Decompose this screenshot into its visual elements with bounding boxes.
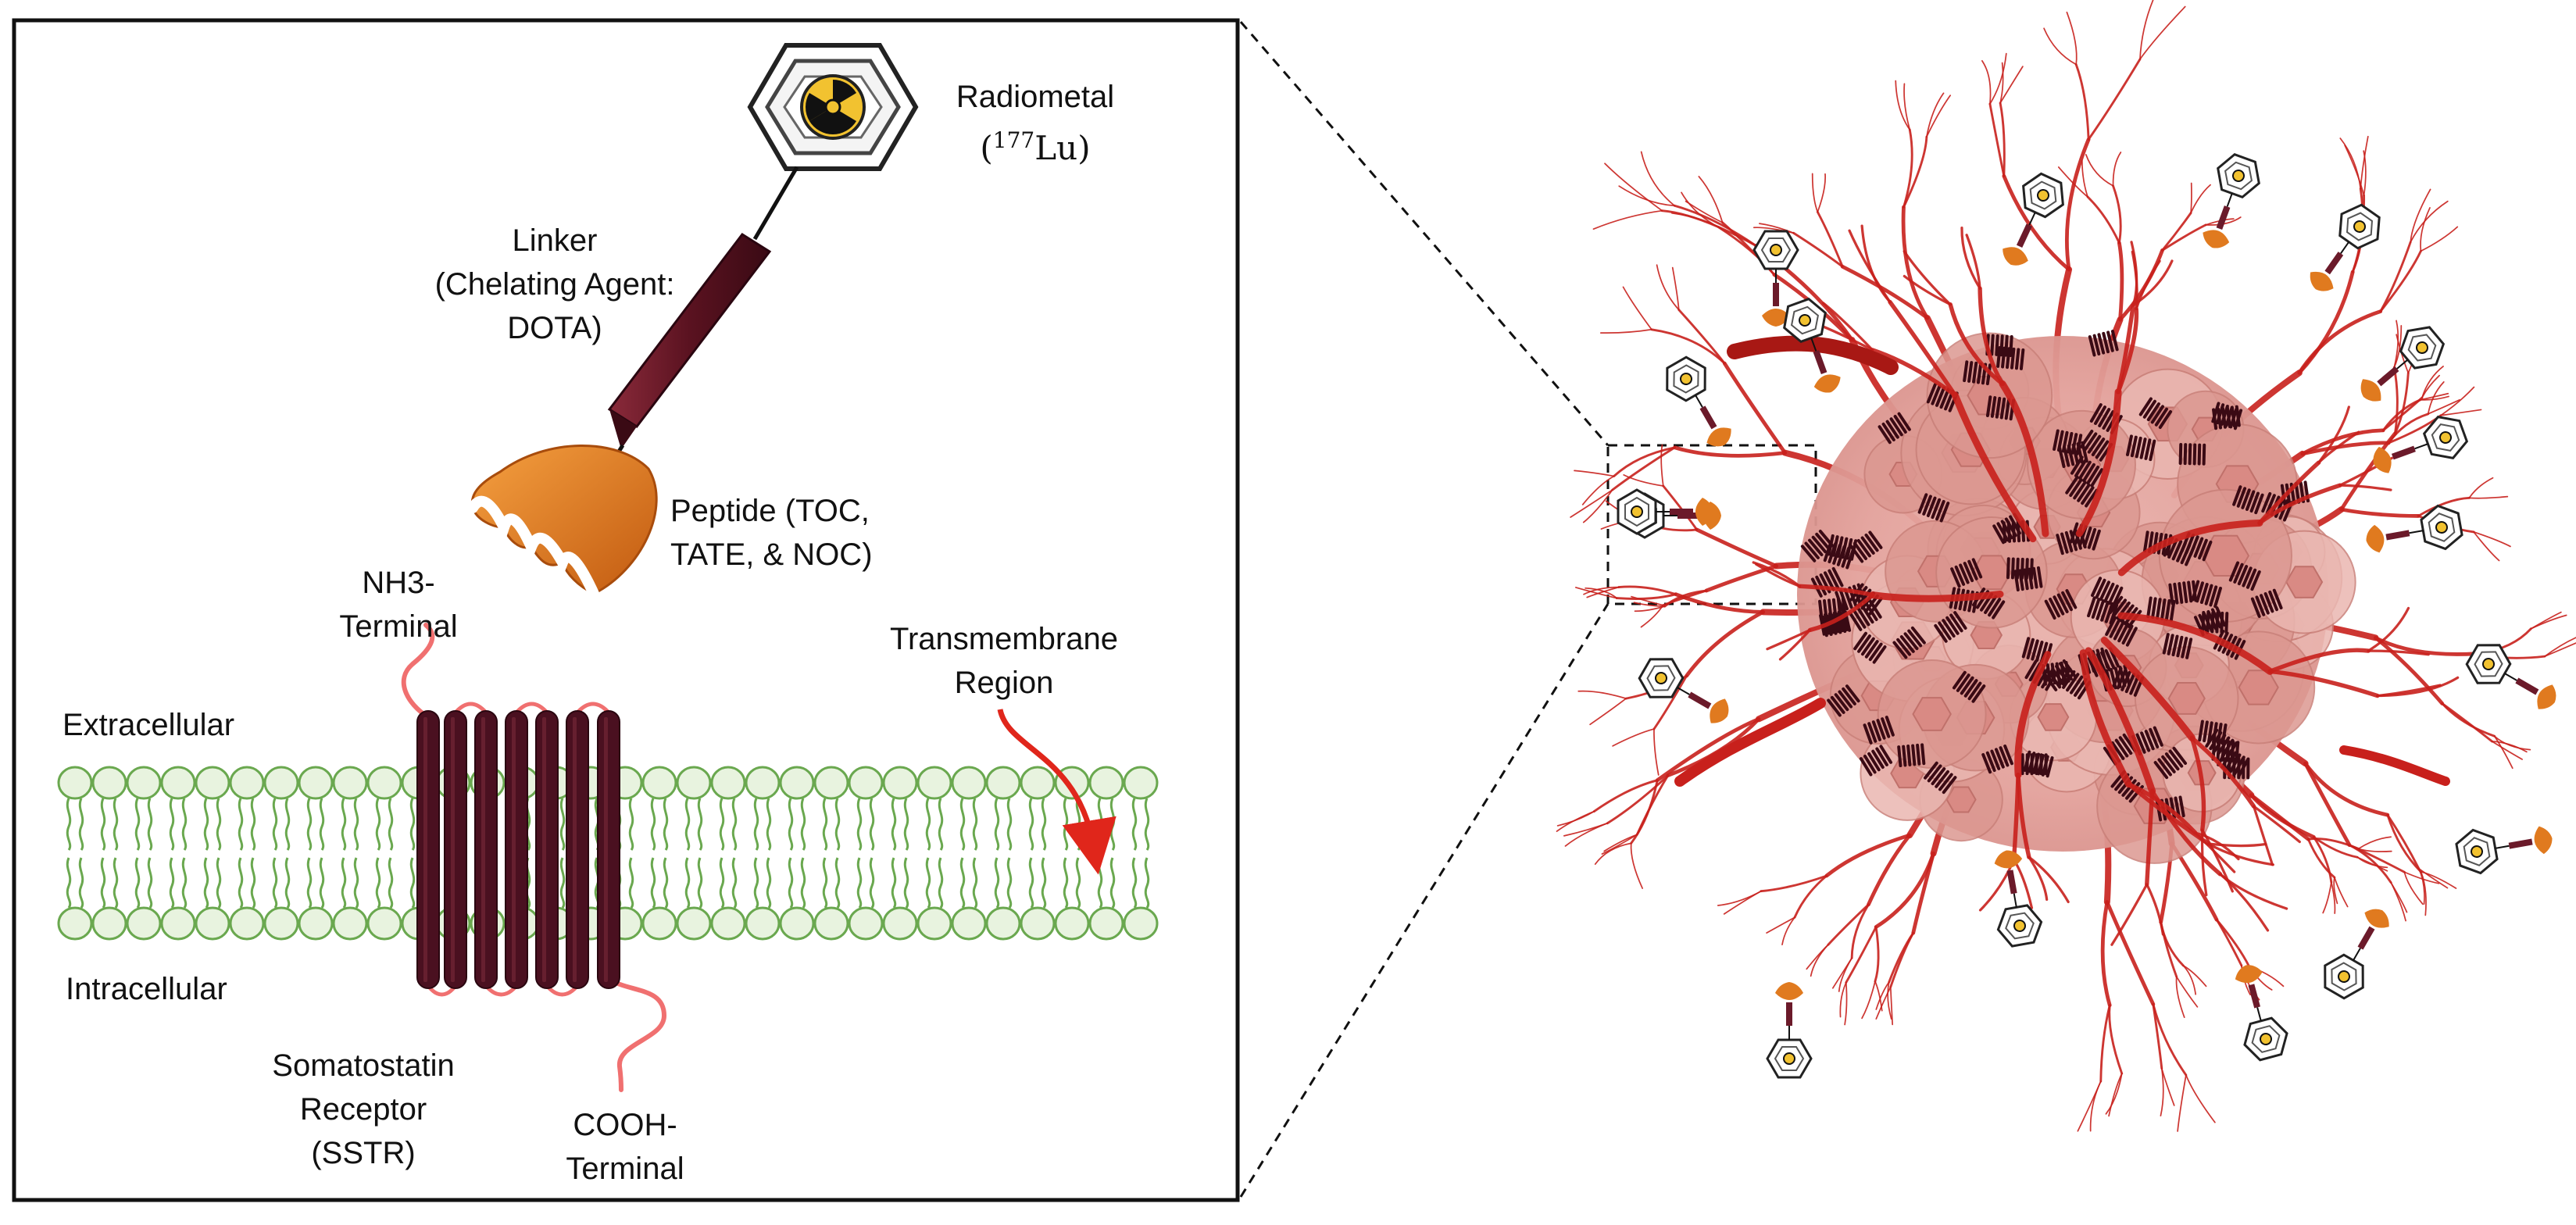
phospholipid	[57, 766, 93, 941]
inset-frame	[12, 18, 1240, 1202]
radioligand-icon	[2203, 152, 2260, 248]
radioligand-icon	[2366, 504, 2463, 553]
radiometal-label: Radiometal (177Lu)	[956, 80, 1115, 167]
phospholipid	[1088, 766, 1124, 941]
phospholipid	[916, 766, 952, 941]
transmembrane-helix	[474, 710, 498, 989]
zoom-connector-bottom	[1239, 603, 1610, 1198]
phospholipid	[263, 766, 299, 941]
phospholipid	[366, 766, 402, 941]
radioligand-icon	[2455, 826, 2553, 875]
transmembrane-helix	[416, 710, 440, 989]
radioligand-icon	[1617, 488, 1713, 535]
transmembrane-helix	[535, 710, 559, 989]
radioligand-icon	[2310, 203, 2381, 291]
extracellular-label: Extracellular	[63, 708, 235, 742]
radioligand-icon	[1752, 230, 1799, 327]
phospholipid	[848, 766, 884, 941]
tumor-illustration	[1556, 0, 2576, 1132]
sstr-label: Somatostatin Receptor (SSTR)	[272, 1048, 455, 1170]
radiation-trefoil-icon	[747, 43, 919, 171]
phospholipid	[195, 766, 230, 941]
phospholipid	[641, 766, 677, 941]
radioligand-icon	[2324, 909, 2389, 1000]
phospholipid	[882, 766, 918, 941]
cooh-terminal-tail	[609, 978, 667, 1092]
radioligand-icon	[1766, 982, 1813, 1079]
radioligand-icon	[2465, 644, 2556, 709]
cooh-terminal-label: COOH- Terminal	[566, 1108, 684, 1186]
phospholipid	[779, 766, 815, 941]
somatostatin-receptor	[416, 702, 620, 997]
phospholipid	[126, 766, 162, 941]
nh3-terminal-tail	[401, 623, 435, 720]
linker-label: Linker (Chelating Agent: DOTA)	[434, 223, 675, 345]
phospholipid	[160, 766, 196, 941]
radioligand-icon	[1666, 355, 1731, 447]
transmembrane-region-label: Transmembrane Region	[890, 622, 1118, 700]
phospholipid	[676, 766, 712, 941]
peptide-label: Peptide (TOC, TATE, & NOC)	[670, 494, 873, 572]
phospholipid	[332, 766, 368, 941]
radioligand-icon	[2360, 326, 2446, 402]
phospholipid	[91, 766, 127, 941]
radioligand-icon	[1783, 297, 1841, 393]
radioligand-icon	[2003, 172, 2064, 266]
phospholipid	[1020, 766, 1056, 941]
phospholipid	[951, 766, 987, 941]
zoom-connector-top	[1239, 21, 1610, 446]
phospholipid	[298, 766, 334, 941]
phospholipid	[229, 766, 265, 941]
phospholipid	[813, 766, 849, 941]
radioligand-icon	[1638, 658, 1729, 723]
linker-stem	[752, 166, 799, 241]
phospholipid	[985, 766, 1021, 941]
phospholipid	[745, 766, 781, 941]
transmembrane-helix	[444, 710, 467, 989]
phospholipid	[710, 766, 746, 941]
transmembrane-helix	[566, 710, 589, 989]
phospholipid	[1123, 766, 1159, 941]
radioligand-icon	[2373, 416, 2469, 473]
intracellular-label: Intracellular	[66, 972, 227, 1006]
radioligand-icon	[1994, 850, 2043, 948]
peptide-cap-icon	[467, 445, 658, 599]
nh3-terminal-label: NH3- Terminal	[339, 566, 458, 644]
transmembrane-helix	[505, 710, 528, 989]
transmembrane-helix	[597, 710, 620, 989]
radioligand-icon	[2235, 965, 2288, 1062]
transmembrane-arrow	[997, 709, 1117, 875]
